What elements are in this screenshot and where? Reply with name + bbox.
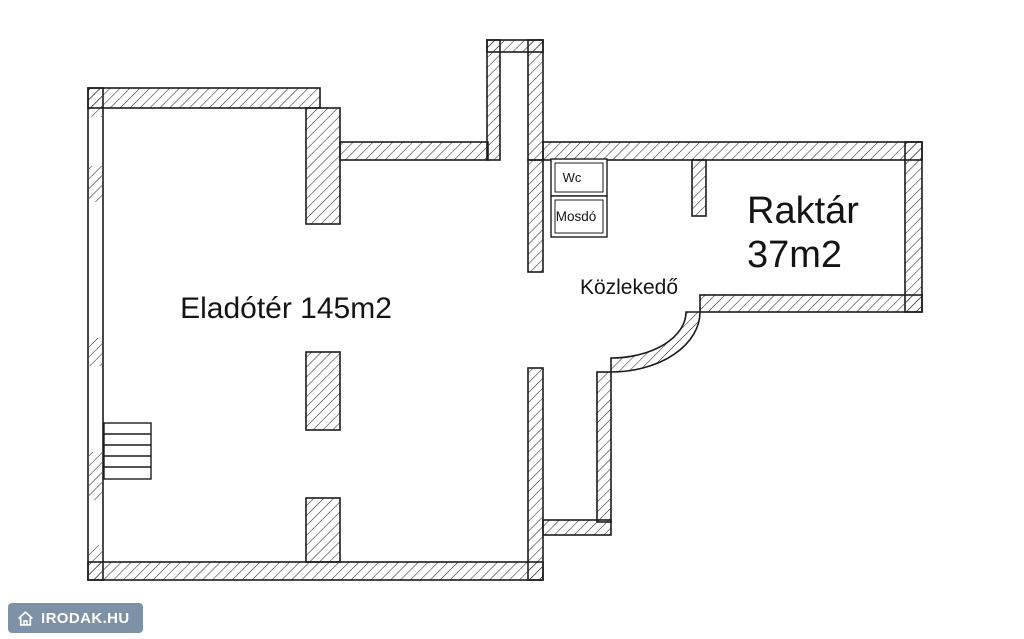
chimney-top-wall (486, 39, 544, 53)
wall-upper-mid-vertical (305, 107, 341, 225)
watermark-text: IRODAK.HU (41, 609, 130, 627)
wall-left-outline (87, 87, 104, 581)
wc-room-inner (554, 162, 604, 193)
wc-mosdo-block (550, 158, 608, 238)
wall-raktar-partition (691, 159, 707, 217)
wall-raktar-bottom (699, 294, 923, 313)
wall-top-right (542, 141, 923, 161)
wall-corridor-bottom (542, 519, 612, 536)
mosdo-label: Mosdó (556, 209, 597, 224)
wall-left-hatch-2 (89, 166, 102, 202)
wall-bottom (87, 561, 544, 581)
wall-corridor-left-upper (527, 159, 544, 273)
raktar-area-label: 37m2 (747, 234, 842, 276)
chimney-right-wall (527, 39, 544, 161)
wall-corridor-right (596, 371, 612, 523)
mosdo-room-inner (554, 199, 604, 234)
wall-top-left (87, 87, 321, 109)
wall-top-middle (339, 141, 489, 161)
wall-left-hatch-3 (89, 338, 102, 366)
wc-label: Wc (563, 170, 582, 185)
wall-corridor-left-lower (527, 367, 544, 581)
walls (87, 39, 923, 581)
kozlekedo-label: Közlekedő (580, 276, 678, 299)
wall-curved (610, 311, 701, 373)
pillar-bottom (305, 497, 341, 563)
raktar-name-label: Raktár (747, 190, 859, 232)
staircase-outline (103, 422, 152, 480)
eladoter-label: Eladótér 145m2 (180, 292, 392, 325)
wall-left-hatch-4 (89, 452, 102, 500)
wall-raktar-right (904, 141, 923, 313)
staircase (103, 422, 152, 480)
house-icon (18, 610, 33, 626)
pillar-middle (305, 351, 341, 431)
watermark-badge: IRODAK.HU (8, 603, 143, 633)
chimney-left-wall (486, 39, 501, 161)
